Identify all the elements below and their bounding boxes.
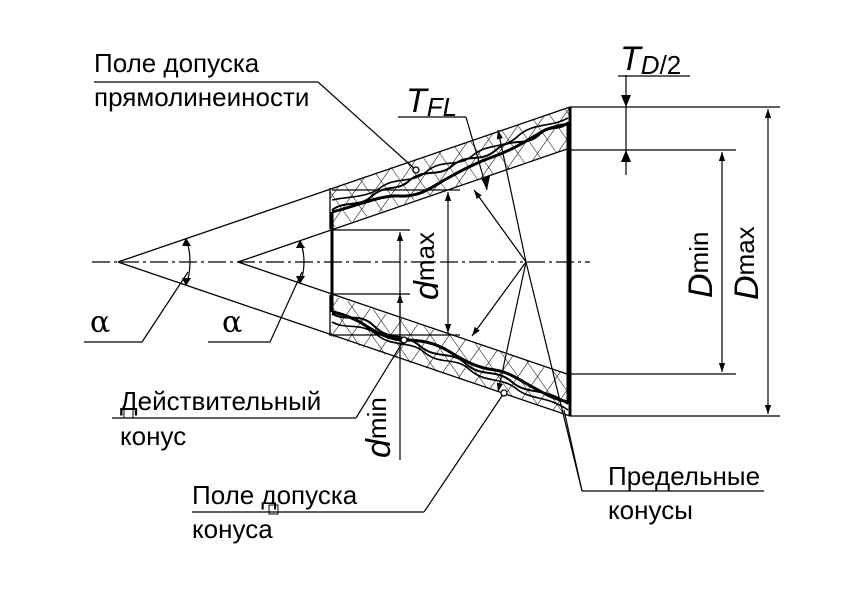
- cone-tolerance-marker-box: [268, 504, 279, 515]
- straightness-tolerance-label-1: Поле допуска: [94, 48, 260, 78]
- actual-surface-lower: [331, 313, 569, 405]
- outer-cone-lower-edge: [117, 261, 571, 417]
- actual-cone-marker-box: [123, 408, 134, 419]
- limit-cones-leader-lower: [563, 409, 583, 492]
- limit-cones-leader-diag: [525, 261, 583, 492]
- Dmin-label: Dmin: [682, 232, 720, 298]
- alpha-arc-right-arrow-top: [296, 240, 305, 248]
- tfl-arrow: [481, 176, 490, 190]
- actual-cone-leader-dot: [400, 336, 408, 344]
- straightness-leader-diag: [317, 81, 417, 171]
- actual-cone-label-1: Действительный: [120, 386, 321, 416]
- dmax-label: dmax: [408, 232, 446, 300]
- inner-cone-lower-edge: [237, 261, 571, 376]
- limit-cones-fan-1: [496, 129, 527, 263]
- dmin-label: dmin: [360, 397, 398, 458]
- cone-tolerance-label-1: Поле допуска: [192, 480, 358, 510]
- inner-cone-upper-edge: [237, 147, 571, 263]
- outer-cone-upper-edge: [117, 106, 571, 263]
- td-symbol: TD/2: [620, 40, 681, 80]
- straightness-leader-dot: [412, 166, 420, 174]
- tfl-symbol: TFL: [406, 82, 457, 122]
- cone-tolerance-leader-dot: [500, 389, 508, 397]
- limit-cones-label-2: конусы: [608, 495, 693, 525]
- Dmax-label: Dmax: [728, 226, 766, 300]
- alpha-left-leader-diag: [141, 271, 189, 343]
- actual-surface-upper: [331, 121, 569, 211]
- alpha-arc-left-arrow-top: [182, 238, 191, 246]
- alpha-arc-left-arrow-bottom: [182, 278, 191, 286]
- td-arrow-top: [621, 95, 631, 107]
- limit-cones-fan-3: [471, 261, 527, 337]
- limit-cones-fan-4: [496, 261, 527, 393]
- cone-tolerance-leader-diag: [423, 392, 505, 513]
- alpha-arc-right-arrow-bottom: [296, 276, 305, 284]
- straightness-zone-lower: [331, 321, 569, 411]
- limit-cones-fan-2: [473, 189, 527, 263]
- alpha-left-label: α: [90, 305, 110, 340]
- actual-cone-leader-diag: [355, 339, 405, 419]
- straightness-tolerance-label-2: прямолинеиности: [94, 82, 309, 112]
- cone-tolerance-label-2: конуса: [192, 514, 273, 544]
- actual-cone-label-2: конус: [120, 421, 186, 451]
- alpha-right-label: α: [222, 305, 242, 340]
- limit-cones-label-1: Предельные: [608, 461, 760, 491]
- alpha-right-leader-diag: [269, 271, 303, 343]
- td-arrow-bottom: [621, 150, 631, 162]
